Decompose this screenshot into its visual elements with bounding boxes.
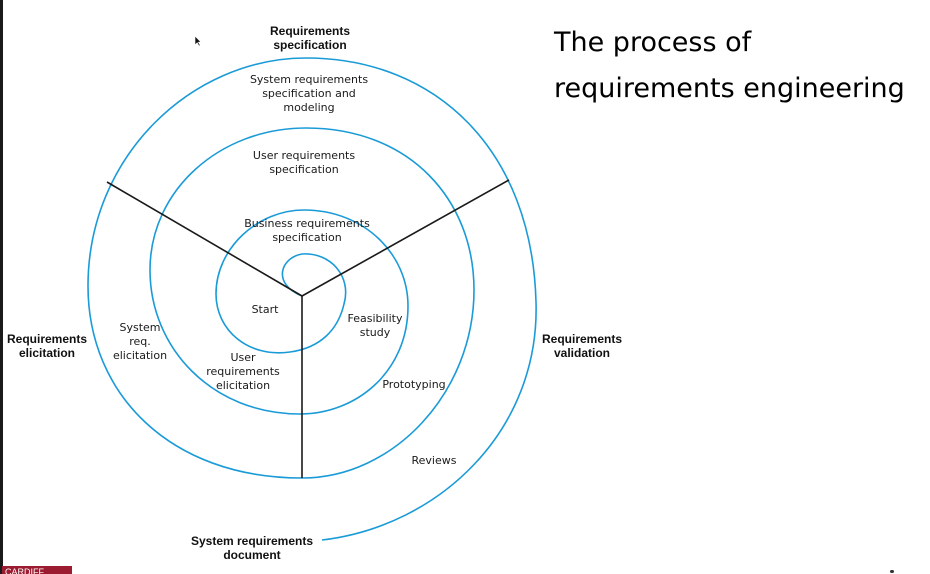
spiral-path bbox=[87, 57, 537, 541]
corner-mark bbox=[890, 570, 894, 573]
activity-prototyping: Prototyping bbox=[382, 378, 445, 391]
university-logo: CARDIFF bbox=[2, 566, 72, 574]
mouse-cursor-icon bbox=[194, 35, 202, 47]
activity-reviews: Reviews bbox=[412, 454, 457, 467]
divider-line-right bbox=[301, 179, 510, 297]
divider-line-left bbox=[106, 181, 303, 297]
activity-start: Start bbox=[252, 303, 280, 316]
window-left-border bbox=[0, 0, 3, 574]
slide-title: The process of requirements engineering bbox=[554, 27, 905, 104]
